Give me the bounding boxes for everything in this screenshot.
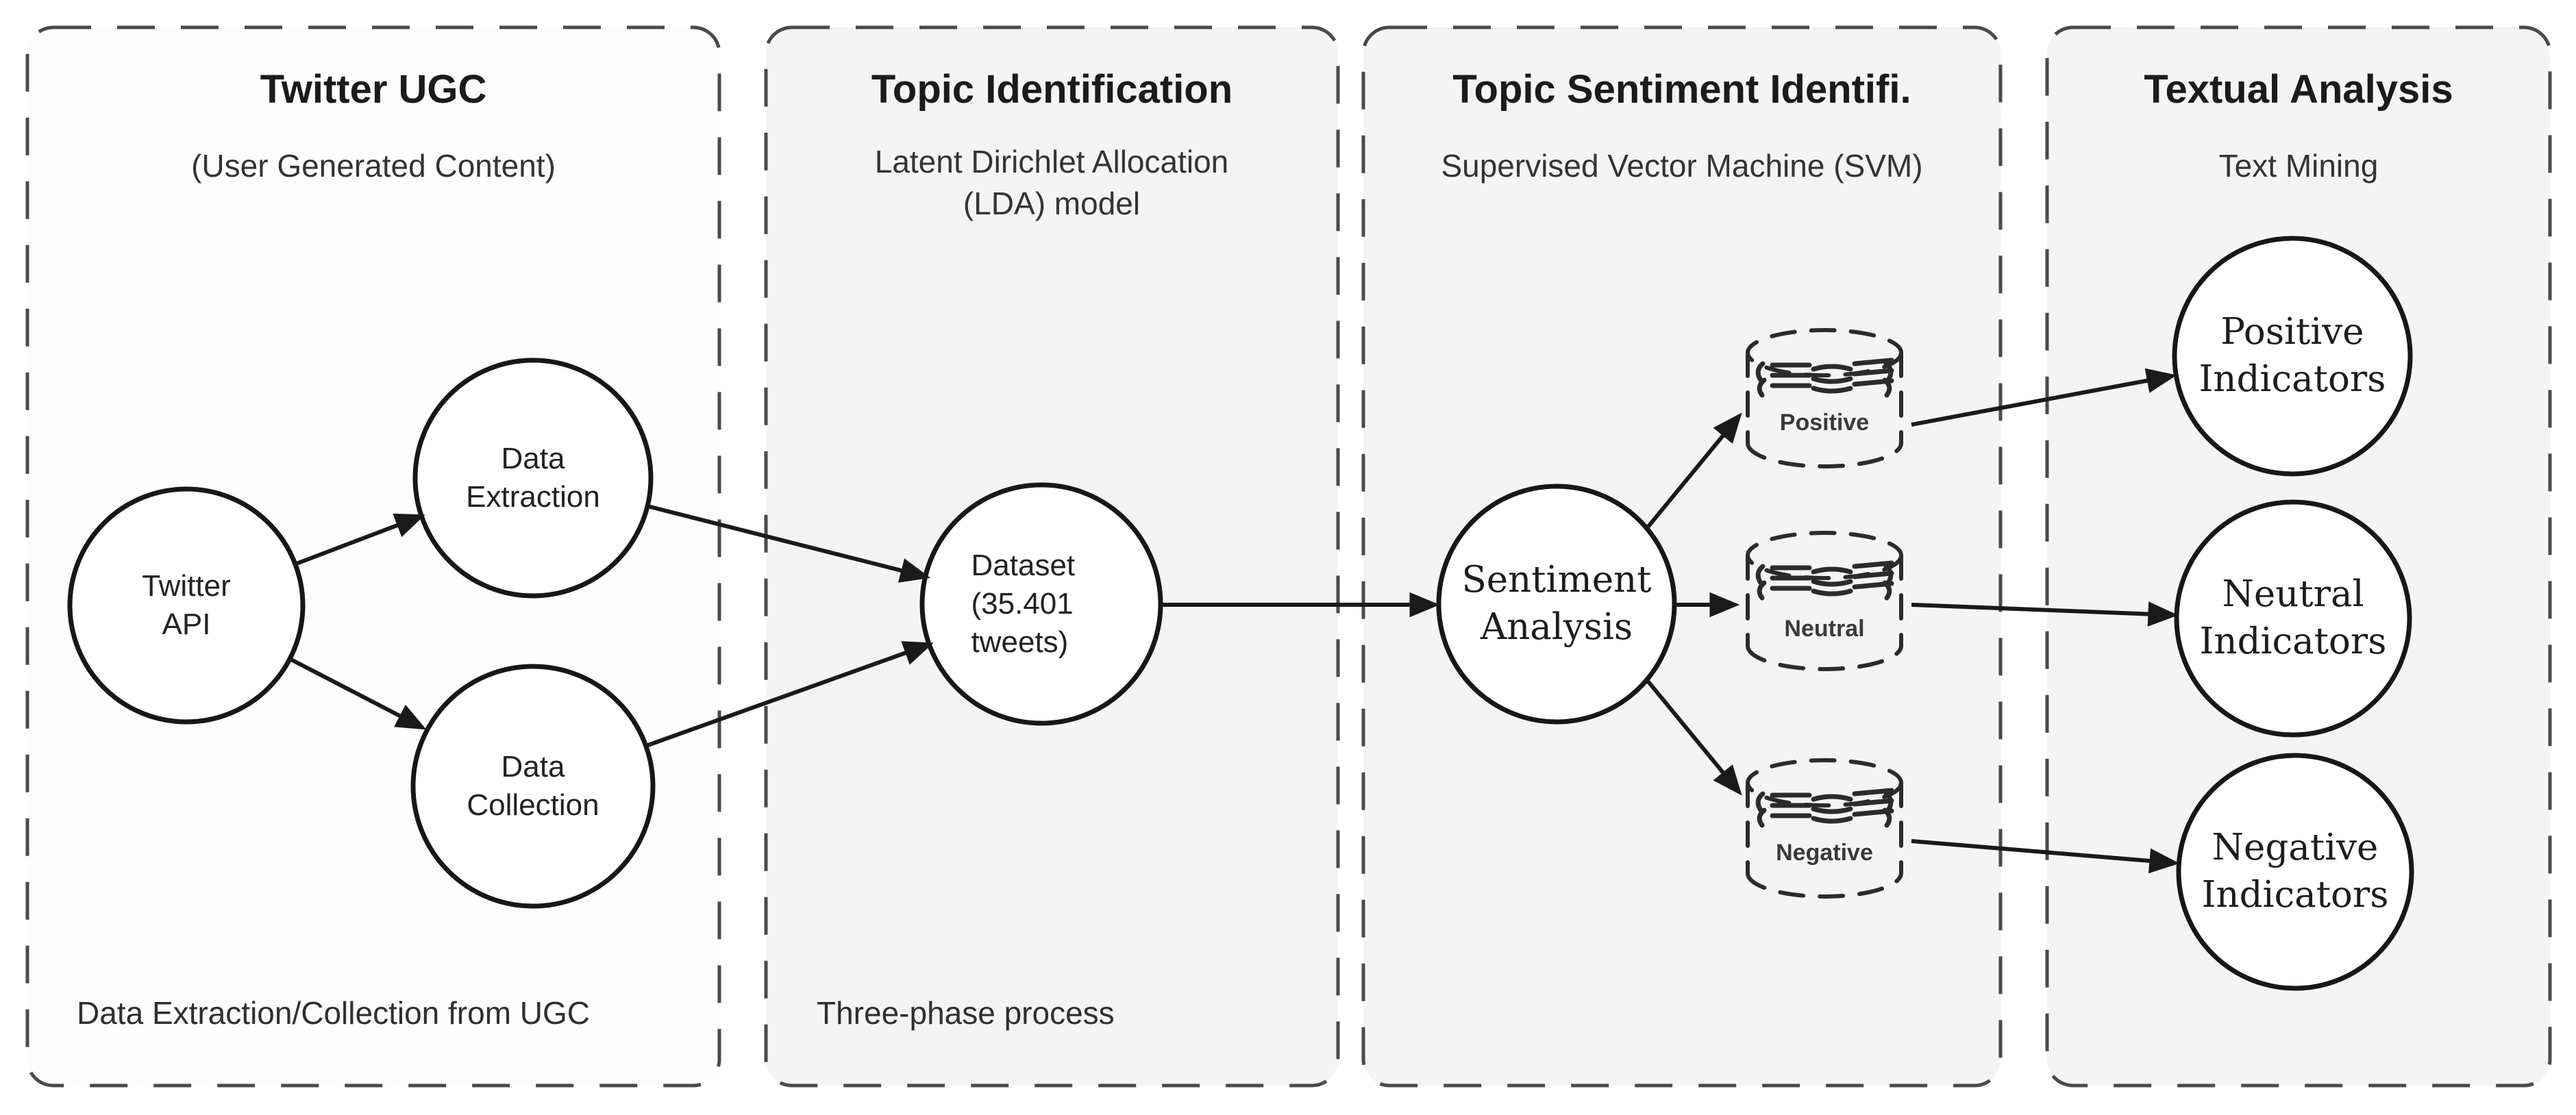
node-data-extraction-label: Data Extraction [466,442,600,514]
panel-title-twitter-ugc: Twitter UGC [260,67,487,112]
node-dataset: Dataset (35.401 tweets) [922,485,1161,723]
node-positive-indicators-circle [2172,236,2413,477]
arrow-twitterapi-to-extraction [293,513,425,566]
arrow-collection-to-dataset [645,641,934,748]
datastore-neutral-label: Neutral [1784,615,1865,642]
node-neutral-indicators-label: Neutral Indicators [2199,573,2387,662]
node-twitter-api: Twitter API [70,489,303,722]
node-positive-indicators-label: Positive Indicators [2199,311,2386,400]
datastore-negative-cylinder [1746,758,1903,899]
panel-subtitle-topic-sentiment: Supervised Vector Machine (SVM) [1441,148,1923,184]
arrow-sentiment-to-positive-store [1645,412,1742,529]
panel-title-textual-analysis: Textual Analysis [2144,67,2453,112]
node-data-collection-circle [410,664,656,909]
datastore-neutral-cylinder [1746,531,1903,671]
node-negative-indicators-label: Negative Indicators [2201,827,2389,916]
node-data-extraction: Data Extraction [415,360,651,596]
arrow-negative-store-to-indicators [1911,839,2180,874]
panel-title-topic-sentiment: Topic Sentiment Identifi. [1452,67,1911,112]
arrow-extraction-to-dataset [647,504,931,583]
node-data-collection-label: Data Collection [467,750,599,822]
node-neutral-indicators: Neutral Indicators [2177,502,2410,735]
panel-title-topic-identification: Topic Identification [871,67,1233,112]
arrow-neutral-store-to-indicators [1911,601,2179,627]
node-twitter-api-circle [67,486,306,725]
node-sentiment-analysis-label: Sentiment Analysis [1461,559,1652,648]
node-positive-indicators: Positive Indicators [2175,238,2410,474]
node-dataset-circle [919,482,1163,726]
panel-footer-twitter-ugc: Data Extraction/Collection from UGC [77,995,591,1031]
panel-subtitle-topic-identification: Latent Dirichlet Allocation (LDA) model [874,144,1229,221]
panel-footer-topic-identification: Three-phase process [817,995,1115,1031]
node-twitter-api-label: Twitter API [142,569,231,641]
node-data-collection: Data Collection [413,666,653,906]
node-dataset-label: Dataset (35.401 tweets) [971,549,1076,659]
datastore-positive-cylinder [1746,328,1903,468]
node-negative-indicators: Negative Indicators [2179,755,2412,988]
datastore-negative-label: Negative [1776,839,1873,866]
panel-subtitle-twitter-ugc: (User Generated Content) [191,148,556,184]
arrow-twitterapi-to-collection [288,657,427,730]
arrow-positive-store-to-indicators [1911,368,2177,427]
panel-subtitle-textual-analysis: Text Mining [2218,148,2379,184]
arrow-sentiment-to-negative-store [1645,679,1742,796]
datastore-positive-label: Positive [1779,409,1870,436]
node-data-extraction-circle [412,358,654,599]
node-sentiment-analysis: Sentiment Analysis [1439,486,1674,722]
